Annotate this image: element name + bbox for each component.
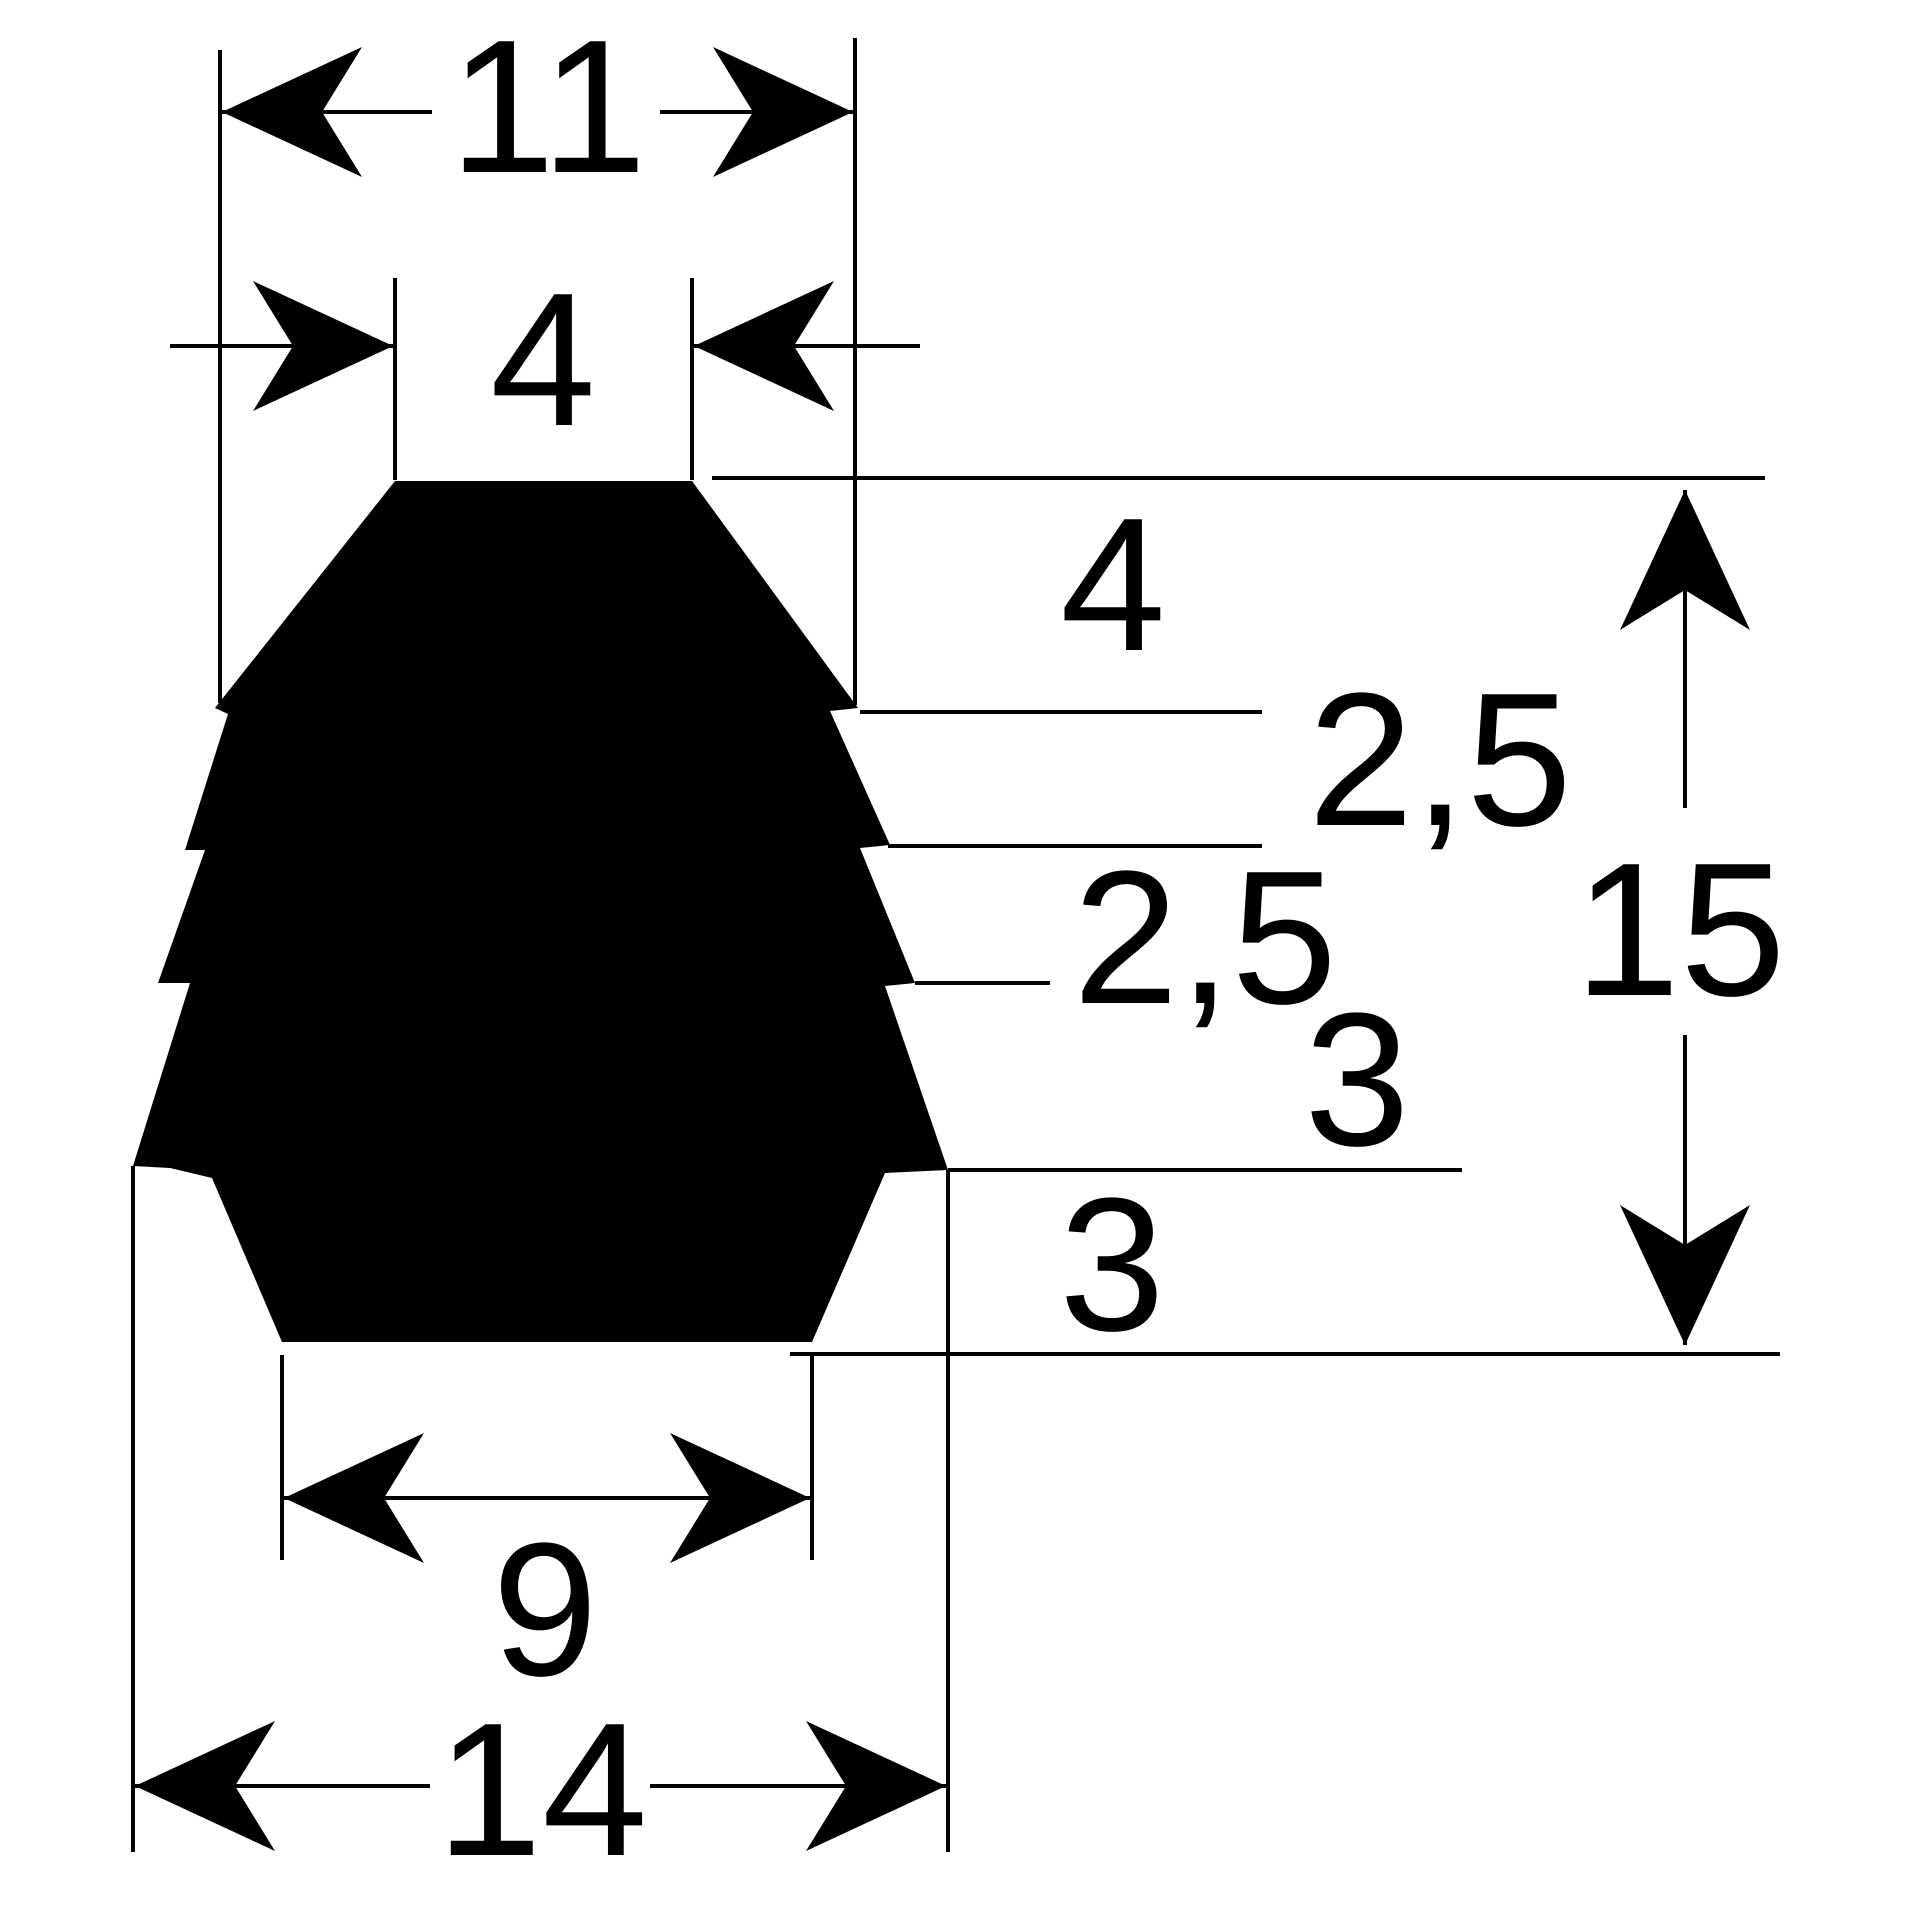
dim-label-total-height: 15 [1574,824,1785,1036]
dim-label-height-seg-5: 3 [1059,1159,1165,1371]
dim-label-height-seg-1: 4 [1060,479,1166,691]
dim-label-top-width: 11 [449,1,646,213]
dim-label-height-seg-2: 2,5 [1308,654,1572,866]
dimension-lines [131,38,1780,1852]
dim-label-bottom-face: 9 [492,1504,598,1716]
dim-label-bottom-width: 14 [436,1684,647,1896]
dim-label-height-seg-4: 3 [1304,974,1410,1186]
dim-label-height-seg-3: 2,5 [1073,832,1337,1044]
gasket-profile [133,481,948,1342]
dim-label-top-face: 4 [490,254,596,466]
